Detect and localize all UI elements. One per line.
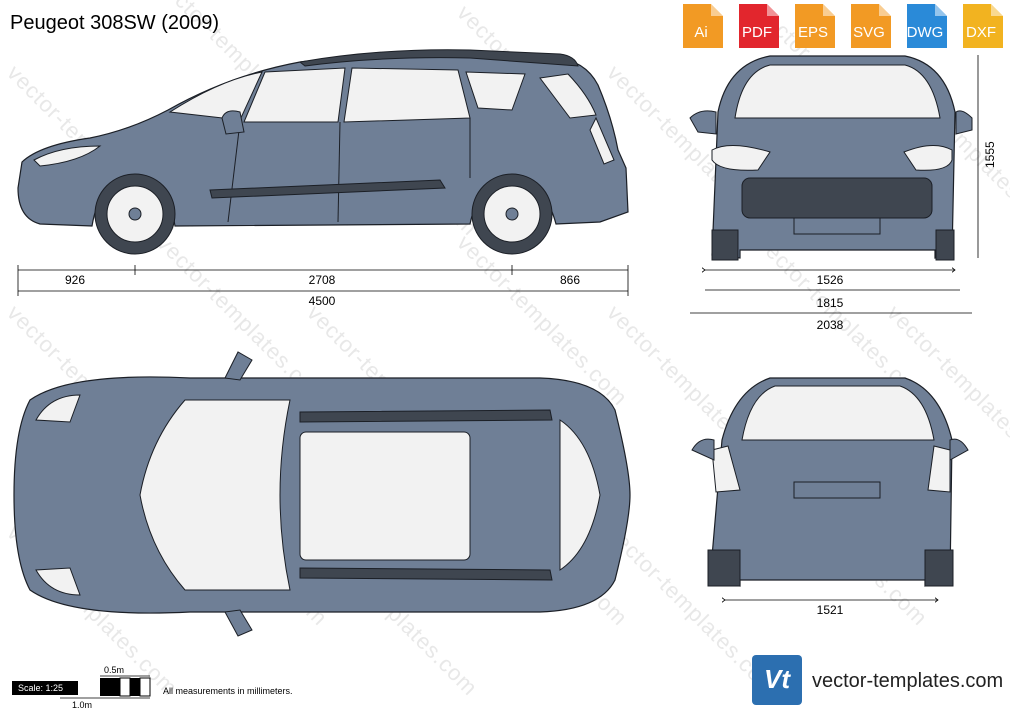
dim-rear-overhang: 866 (559, 273, 581, 287)
top-headlight-right (35, 567, 81, 596)
side-front-wheel (94, 173, 176, 255)
file-format-label: PDF (742, 24, 772, 41)
dim-wheelbase: 2708 (308, 273, 336, 287)
top-rear-glass (559, 419, 601, 571)
dim-length: 4500 (308, 294, 336, 308)
vt-logo: Vt (752, 655, 802, 705)
front-grille (741, 177, 933, 219)
top-windshield (139, 399, 291, 591)
rear-view (691, 377, 969, 600)
side-taillight (589, 116, 615, 165)
measurement-note: All measurements in millimeters. (163, 686, 293, 696)
file-format-label: SVG (853, 24, 885, 41)
top-mirror-right (224, 609, 253, 637)
rear-taillight-left (711, 445, 741, 493)
scale-one-meter: 1.0m (72, 700, 93, 710)
file-format-eps-icon[interactable]: EPS (791, 4, 835, 48)
side-roof-rail (298, 49, 579, 67)
top-mirror-left (224, 351, 253, 381)
front-plate (793, 217, 881, 235)
front-mirror-right (955, 110, 973, 135)
rear-mirror-right (949, 438, 969, 461)
file-format-label: EPS (797, 24, 828, 41)
side-rear-wheel (471, 173, 553, 255)
side-view (17, 49, 629, 296)
top-headlight-left (35, 394, 81, 423)
page-title: Peugeot 308SW (2009) (10, 12, 220, 34)
side-front-window (243, 67, 346, 123)
side-rear-glass (539, 73, 597, 119)
scale-label: Scale: 1:25 (12, 681, 78, 695)
rear-window (741, 385, 935, 441)
side-mirror (221, 110, 245, 135)
file-format-dwg-icon[interactable]: DWG (903, 4, 947, 48)
vt-logo-text: Vt (764, 664, 790, 694)
top-roof-rail-left (299, 409, 553, 423)
dim-height: 1555 (983, 141, 997, 168)
side-quarter-window (465, 71, 526, 111)
side-windshield (168, 71, 263, 121)
scale-bar (60, 675, 151, 699)
side-rear-window (343, 67, 471, 123)
side-headlight (33, 145, 102, 167)
dim-width: 1815 (816, 296, 844, 310)
dim-width-mirrors: 2038 (816, 318, 844, 332)
front-headlight-right (903, 145, 953, 171)
file-format-label: Ai (694, 24, 708, 41)
top-roof-rail-right (299, 567, 553, 581)
rear-plate (793, 481, 881, 499)
front-mirror-left (689, 110, 717, 135)
file-format-dxf-icon[interactable]: DXF (959, 4, 1003, 48)
front-windshield (734, 64, 941, 119)
dim-rear-track: 1521 (816, 603, 844, 617)
top-view (13, 351, 631, 637)
file-format-svg-icon[interactable]: SVG (847, 4, 891, 48)
file-format-pdf-icon[interactable]: PDF (735, 4, 779, 48)
dim-front-overhang: 926 (64, 273, 86, 287)
scale-half-meter: 0.5m (104, 665, 125, 675)
rear-mirror-left (691, 438, 715, 461)
top-sunroof (299, 431, 471, 561)
file-format-label: DWG (906, 24, 944, 41)
file-format-label: DXF (966, 24, 996, 41)
footer-site: vector-templates.com (812, 670, 1004, 692)
rear-taillight-right (927, 445, 951, 493)
dim-front-track: 1526 (816, 273, 844, 287)
file-format-ai-icon[interactable]: Ai (679, 4, 723, 48)
front-headlight-left (711, 145, 771, 171)
front-view (689, 55, 979, 314)
